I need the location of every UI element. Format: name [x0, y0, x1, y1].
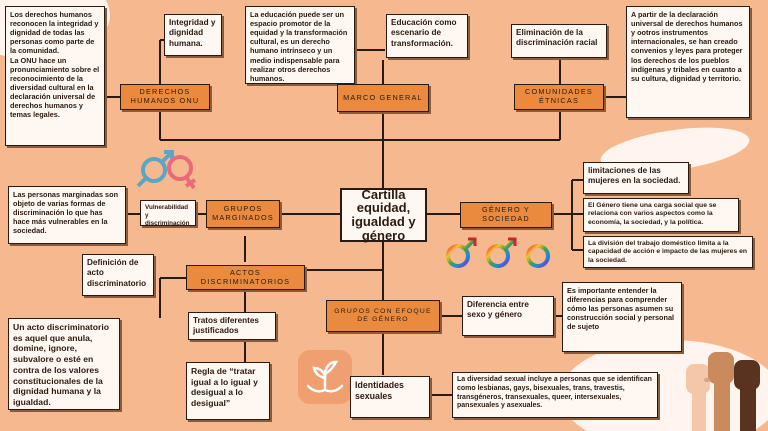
actos-header: ACTOS DISCRIMINATORIOS: [186, 265, 305, 290]
derechos-text-box: Los derechos humanos reconocen la integr…: [5, 6, 105, 146]
identidades-box: Identidades sexuales: [350, 376, 430, 418]
marco-header: MARCO GENERAL: [337, 84, 429, 112]
declaracion-box: A partir de la declaración universal de …: [626, 6, 750, 118]
rainbow-gender-icons: [446, 237, 550, 278]
marginadas-box: Las personas marginadas son objeto de va…: [8, 186, 126, 244]
genero-header: GÉNERO Y SOCIEDAD: [460, 202, 552, 228]
regla-box: Regla de “tratar igual a lo igual y desi…: [186, 362, 270, 420]
enfoque-header: GRUPOS CON EFOQUE DE GÉNERO: [326, 300, 440, 332]
diversidad-box: La diversidad sexual incluye a personas …: [452, 372, 658, 418]
derechos-header: DERECHOS HUMANOS ONU: [120, 84, 210, 110]
genero-impacto-box: El Género tiene una carga social que se …: [583, 198, 739, 232]
vulnerabilidad-box: Vulnerabilidad y discriminación: [140, 200, 196, 227]
limitaciones-box: limitaciones de las mujeres en la socied…: [583, 162, 689, 194]
acto-text-box: Un acto discriminatorio es aquel que anu…: [8, 318, 120, 410]
educacion-text-box: La educación puede ser un espacio promot…: [245, 6, 355, 84]
gender-symbols-icon: [136, 150, 197, 190]
plants-hands-icon: [298, 350, 352, 404]
comunidades-header: COMUNIDADES ÉTNICAS: [514, 84, 604, 110]
diferencia-box: Diferencia entre sexo y género: [462, 296, 554, 336]
integridad-box: Integridad y dignidad humana.: [164, 14, 222, 56]
grupos-header: GRUPOS MARGINADOS: [206, 200, 280, 228]
importante-box: Es importante entender la diferencias pa…: [562, 282, 682, 352]
educacion-escenario-box: Educación como escenario de transformaci…: [386, 14, 468, 58]
definicion-box: Definición de acto discriminatorio: [82, 254, 154, 296]
tratos-box: Tratos diferentes justificados: [188, 312, 276, 340]
eliminacion-box: Eliminación de la discriminación racial: [511, 24, 607, 58]
division-box: La división del trabajo doméstico limita…: [583, 236, 753, 268]
center-title: Cartilla equidad, igualdad y género: [340, 187, 427, 242]
raised-fists-icon: [686, 352, 760, 431]
